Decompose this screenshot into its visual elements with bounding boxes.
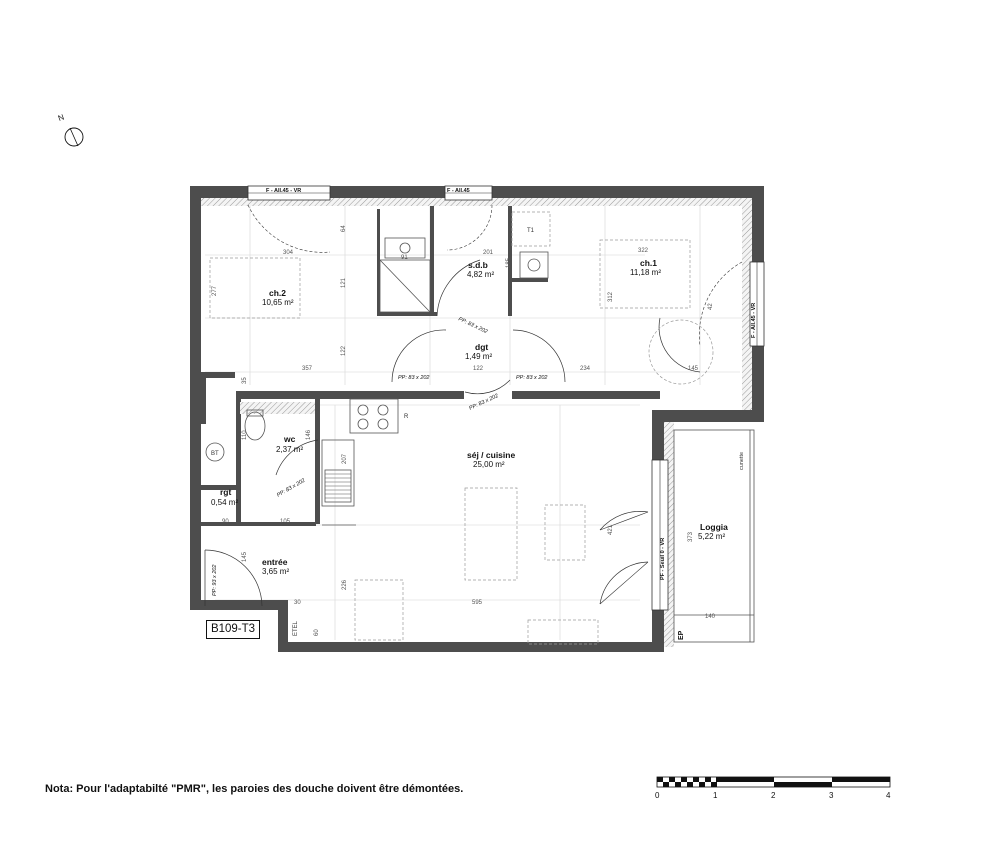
dim-121: 121 [341,277,347,288]
scale-tick-1: 1 [713,791,718,800]
door-label: PP: 83 x 202 [516,375,548,381]
room-entree-area: 3,65 m² [262,567,289,576]
scale-tick-0: 0 [655,791,660,800]
room-rgt-name: rgt [220,487,232,497]
dim-312: 312 [608,291,614,302]
window-w2-label: F - All.45 [447,188,470,194]
dim-90: 90 [222,519,229,525]
label-etel: ETEL [293,620,299,636]
dim-30: 30 [294,600,301,606]
dim-140: 140 [705,614,716,620]
dim-60: 60 [314,629,320,636]
label-t1: T1 [527,228,535,234]
plan-code: B109-T3 [206,620,260,639]
label-ep: EP [678,630,685,640]
dim-105: 105 [280,519,291,525]
north-compass-icon [64,127,84,147]
window-w4 [599,459,669,611]
dim-64: 64 [341,225,347,232]
dim-357: 357 [302,366,313,372]
room-sejour-name: séj / cuisine [467,450,515,460]
dim-304: 304 [283,250,294,256]
door-label: PP: 83 x 202 [276,478,306,499]
window-w4-label: PF - Seuil 0 - VR [660,538,666,580]
room-loggia-area: 5,22 m² [698,532,725,541]
doors [204,259,701,607]
dim-373: 373 [688,531,694,542]
loggia-outline [673,429,755,643]
room-ch2-name: ch.2 [269,288,286,298]
dim-42: 42 [708,303,714,310]
room-sdb-area: 4,82 m² [467,270,494,279]
door-label: PP: 83 x 202 [468,393,499,412]
walls [190,186,764,652]
room-loggia-name: Loggia [700,522,728,532]
room-dgt-name: dgt [475,342,488,352]
dim-226: 226 [342,579,348,590]
room-ch1-name: ch.1 [640,258,657,268]
door-label: PP: 83 x 202 [457,316,488,335]
room-wc-name: wc [283,434,296,444]
dim-595: 595 [472,600,483,606]
window-w3-label: F - All.45 - VR [751,303,757,338]
bathroom-fixtures [205,237,549,462]
plan-note: Nota: Pour l'adaptabilté "PMR", les paro… [45,783,464,795]
room-rgt-area: 0,54 m² [211,498,238,507]
north-label: N [57,113,66,124]
furniture [209,211,714,645]
dim-35: 35 [242,377,248,384]
dim-122b: 122 [473,366,484,372]
window-w1 [247,185,331,253]
scale-tick-3: 3 [829,791,834,800]
window-w3 [699,261,765,347]
room-sejour-area: 25,00 m² [473,460,505,469]
dim-322: 322 [638,248,649,254]
room-wc-area: 2,37 m² [276,445,303,454]
dim-110: 110 [242,430,248,440]
scale-bar: 0 1 2 3 4 [655,776,891,800]
dim-146: 146 [306,429,312,440]
label-bt: BT [211,451,219,457]
room-ch2-area: 10,65 m² [262,298,294,307]
room-sdb-name: s.d.b [468,260,488,270]
door-label: PP: 93 x 202 [212,565,218,597]
wall-insulation [201,198,752,647]
dimension-labels: 304 277 121 64 122 357 91 201 185 122 32… [212,225,716,636]
window-w1-label: F - All.45 - VR [266,188,301,194]
door-label: PP: 83 x 202 [398,375,430,381]
dim-91: 91 [401,255,408,261]
label-r: R [404,414,409,420]
kitchen-fixtures [321,398,399,526]
room-entree-name: entrée [262,557,288,567]
room-dgt-area: 1,49 m² [465,352,492,361]
label-cunette: cunette [739,452,745,470]
dim-277: 277 [212,285,218,296]
kitchen-grid [325,473,351,499]
dim-145b: 145 [242,551,248,562]
scale-tick-2: 2 [771,791,776,800]
dim-234: 234 [580,366,591,372]
window-w2 [444,185,493,251]
dim-201: 201 [483,250,494,256]
dim-421: 421 [608,524,614,535]
dim-145: 145 [688,366,699,372]
dim-207: 207 [342,453,348,464]
dim-185: 185 [506,257,512,268]
dim-122: 122 [341,345,347,356]
scale-tick-4: 4 [886,791,891,800]
room-ch1-area: 11,18 m² [630,268,661,277]
